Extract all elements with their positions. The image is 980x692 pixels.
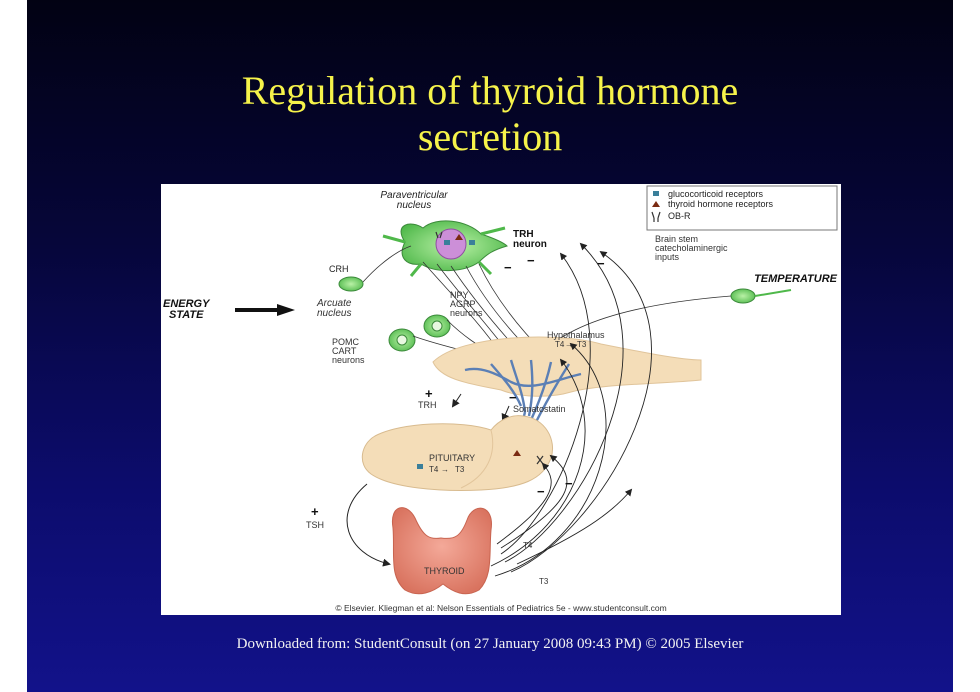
pit-arrow-icon: →: [441, 465, 449, 474]
glucocorticoid-square-icon: [653, 191, 659, 196]
obr-receptor-icon: [651, 211, 661, 222]
label-pomc-neurons: neurons: [332, 355, 365, 365]
label-out-t4: T4: [523, 541, 533, 550]
label-brain-stem: Brain stem: [655, 234, 698, 244]
label-temperature: TEMPERATURE: [754, 273, 838, 285]
feedback-minus-1: −: [504, 260, 512, 275]
label-out-t3: T3: [539, 577, 549, 586]
legend: glucocorticoid receptors thyroid hormone…: [646, 185, 838, 231]
thyroid-regulation-diagram: glucocorticoid receptors thyroid hormone…: [161, 184, 841, 615]
label-npy: NPY: [450, 290, 469, 300]
label-pit-t4: T4: [429, 465, 439, 474]
feedback-arrows: [490, 242, 652, 577]
label-trh-neuron: TRH: [513, 229, 534, 240]
label-trh: TRH: [418, 400, 437, 410]
tsh-plus: +: [311, 504, 319, 519]
legend-obr: OB-R: [668, 211, 691, 221]
feedback-minus-2: −: [527, 253, 535, 268]
diagram-svg: glucocorticoid receptors thyroid hormone…: [163, 185, 838, 613]
slide-title: Regulation of thyroid hormone secretion: [27, 68, 953, 160]
label-agrp: AGRP: [450, 299, 476, 309]
feedback-minus-3: −: [597, 256, 605, 271]
pituitary-gluco-receptor: [417, 464, 423, 469]
slide-footer: Downloaded from: StudentConsult (on 27 J…: [236, 636, 744, 652]
label-cart: CART: [332, 346, 357, 356]
label-somatostatin: Somatostatin: [513, 404, 566, 414]
label-nucleus: nucleus: [397, 200, 431, 211]
label-thyroid: THYROID: [424, 566, 465, 576]
slide: Regulation of thyroid hormone secretion: [27, 0, 953, 692]
label-npy-neurons: neurons: [450, 308, 483, 318]
energy-arrow-icon: [277, 304, 295, 316]
label-paraventricular: Paraventricular: [380, 190, 448, 201]
crh-cell: [338, 276, 364, 292]
feedback-minus-4: −: [537, 484, 545, 499]
label-hypothalamus: Hypothalamus: [547, 330, 605, 340]
temperature-cell: [730, 288, 756, 304]
trh-neuron-cell: [382, 220, 508, 277]
pituitary-thyroid-receptor: [513, 450, 521, 456]
figure-credit: © Elsevier. Kliegman et al: Nelson Essen…: [335, 603, 666, 613]
hypo-arrow-icon: →: [565, 340, 573, 349]
feedback-minus-5: −: [565, 476, 573, 491]
title-line-1: Regulation of thyroid hormone: [241, 68, 739, 113]
label-pomc: POMC: [332, 337, 360, 347]
label-hypo-t3: T3: [577, 340, 587, 349]
thyroid-gland: [391, 507, 492, 595]
legend-glucocorticoid: glucocorticoid receptors: [668, 189, 764, 199]
label-pituitary: PITUITARY: [429, 453, 475, 463]
label-arcuate-nucleus: nucleus: [317, 308, 351, 319]
trh-nucleus: [435, 228, 467, 260]
label-arcuate: Arcuate: [316, 298, 352, 309]
label-crh: CRH: [329, 264, 349, 274]
label-energy: ENERGY: [163, 298, 211, 310]
label-hypo-t4: T4: [555, 340, 565, 349]
label-catecholaminergic: catecholaminergic: [655, 243, 728, 253]
thyroid-triangle-icon: [652, 201, 660, 207]
title-line-2: secretion: [417, 114, 563, 159]
label-inputs: inputs: [655, 252, 680, 262]
label-tsh: TSH: [306, 520, 324, 530]
label-pit-t3: T3: [455, 465, 465, 474]
somatostatin-minus: −: [509, 390, 517, 405]
trh-plus: +: [425, 386, 433, 401]
label-neuron: neuron: [513, 239, 547, 250]
label-state: STATE: [169, 309, 204, 321]
legend-thyroid: thyroid hormone receptors: [668, 199, 774, 209]
